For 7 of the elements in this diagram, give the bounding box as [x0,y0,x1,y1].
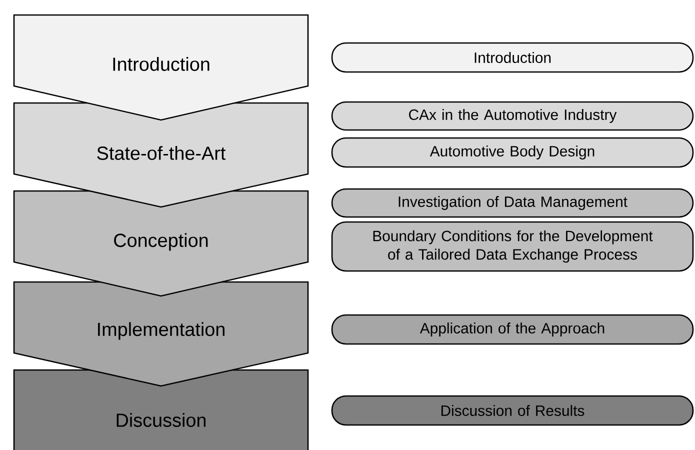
rounded-box: Discussion of Results [331,395,694,426]
rounded-box: Application of the Approach [331,314,694,345]
rounded-box: Introduction [331,42,694,73]
rounded-box: Automotive Body Design [331,137,694,168]
rounded-box: CAx in the Automotive Industry [331,101,694,131]
rounded-box: Boundary Conditions for the Development of a Tailored Data Exchange Process [331,221,694,272]
rounded-box: Investigation of Data Management [331,188,694,218]
